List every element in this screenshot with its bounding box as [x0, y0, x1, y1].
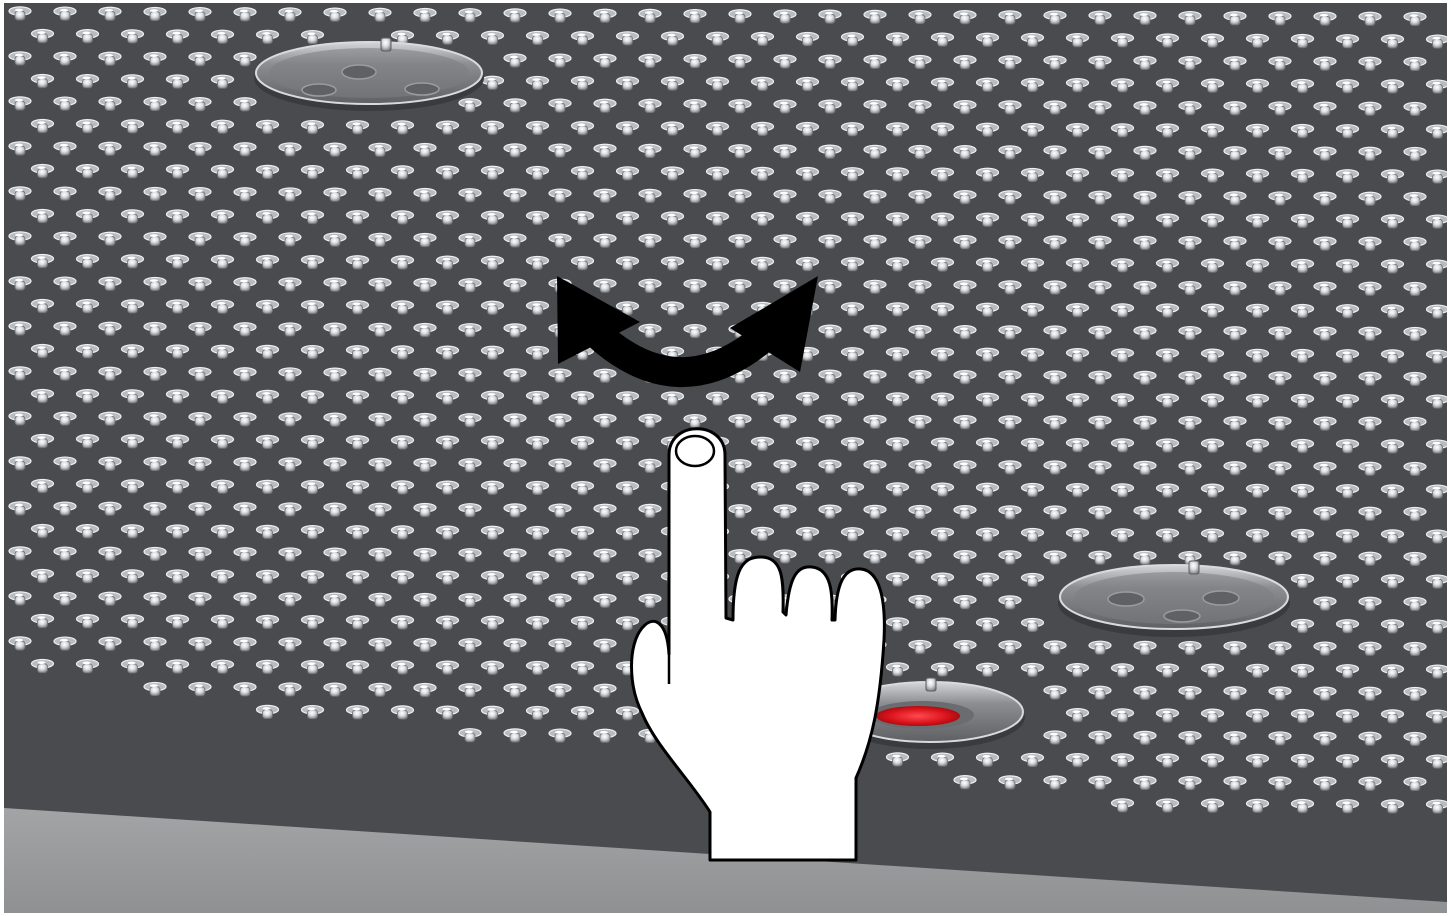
fingernail [676, 436, 714, 466]
